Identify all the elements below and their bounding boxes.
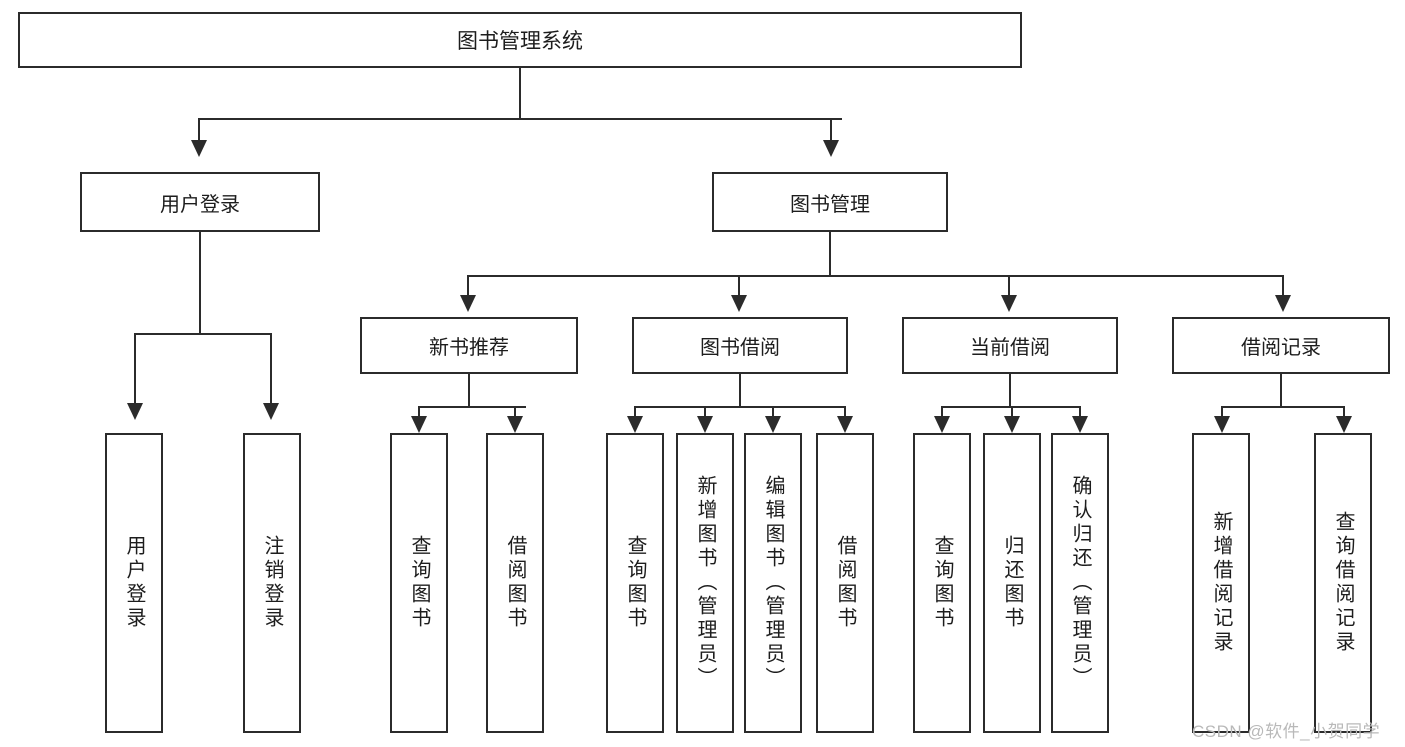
connector-book-management-stem — [829, 232, 831, 275]
node-label: 编辑图书（管理员） — [762, 475, 784, 691]
leaf-cb-return-book[interactable]: 归还图书 — [983, 433, 1041, 733]
arrowhead-root-to-user-login — [191, 140, 207, 157]
arrowhead-nbr-leaf-2 — [507, 416, 523, 433]
node-label: 确认归还（管理员） — [1069, 475, 1091, 691]
leaf-cb-confirm-return-admin[interactable]: 确认归还（管理员） — [1051, 433, 1109, 733]
leaf-bb-edit-book-admin[interactable]: 编辑图书（管理员） — [744, 433, 802, 733]
leaf-bb-query-book[interactable]: 查询图书 — [606, 433, 664, 733]
node-new-book-recommend[interactable]: 新书推荐 — [360, 317, 578, 374]
node-label: 借阅图书 — [504, 535, 526, 631]
connector-user-login-drop-1 — [134, 333, 136, 407]
arrowhead-cb-leaf-2 — [1004, 416, 1020, 433]
arrowhead-bb-leaf-2 — [697, 416, 713, 433]
connector-root-drop-1 — [198, 118, 200, 144]
arrowhead-bb-leaf-1 — [627, 416, 643, 433]
connector-cb-stem — [1009, 374, 1011, 406]
node-label: 查询借阅记录 — [1332, 511, 1354, 655]
connector-br-stem — [1280, 374, 1282, 406]
leaf-bb-borrow-book[interactable]: 借阅图书 — [816, 433, 874, 733]
connector-br-drop-1 — [1221, 406, 1223, 420]
arrowhead-bb-leaf-3 — [765, 416, 781, 433]
node-current-borrow[interactable]: 当前借阅 — [902, 317, 1118, 374]
arrowhead-bm-to-book-borrow — [731, 295, 747, 312]
connector-user-login-bus — [134, 333, 272, 335]
arrowhead-root-to-book-management — [823, 140, 839, 157]
node-label: 归还图书 — [1001, 535, 1023, 631]
leaf-bb-add-book-admin[interactable]: 新增图书（管理员） — [676, 433, 734, 733]
leaf-cb-query-book[interactable]: 查询图书 — [913, 433, 971, 733]
node-user-login[interactable]: 用户登录 — [80, 172, 320, 232]
arrowhead-user-login-to-logout — [263, 403, 279, 420]
arrowhead-cb-leaf-1 — [934, 416, 950, 433]
connector-cb-drop-1 — [941, 406, 943, 420]
connector-br-bus — [1221, 406, 1345, 408]
watermark-text: CSDN @软件_小贺同学 — [1192, 722, 1381, 741]
connector-nbr-stem — [468, 374, 470, 406]
leaf-br-add-record[interactable]: 新增借阅记录 — [1192, 433, 1250, 733]
connector-bb-drop-2 — [704, 406, 706, 420]
arrowhead-br-leaf-1 — [1214, 416, 1230, 433]
arrowhead-bb-leaf-4 — [837, 416, 853, 433]
node-label: 用户登录 — [123, 535, 145, 631]
connector-bb-drop-1 — [634, 406, 636, 420]
node-label: 新书推荐 — [429, 337, 509, 359]
leaf-user-login[interactable]: 用户登录 — [105, 433, 163, 733]
connector-root-bus — [198, 118, 842, 120]
connector-bm-drop-4 — [1282, 275, 1284, 299]
connector-bb-bus — [634, 406, 846, 408]
node-label: 图书借阅 — [700, 337, 780, 359]
connector-br-drop-2 — [1343, 406, 1345, 420]
arrowhead-bm-to-borrow-record — [1275, 295, 1291, 312]
connector-bb-stem — [739, 374, 741, 406]
node-label: 当前借阅 — [970, 337, 1050, 359]
leaf-br-query-record[interactable]: 查询借阅记录 — [1314, 433, 1372, 733]
node-label: 查询图书 — [931, 535, 953, 631]
connector-cb-drop-2 — [1011, 406, 1013, 420]
connector-bb-drop-3 — [772, 406, 774, 420]
leaf-nbr-query-book[interactable]: 查询图书 — [390, 433, 448, 733]
node-label: 查询图书 — [624, 535, 646, 631]
connector-book-management-bus — [467, 275, 1284, 277]
node-label: 新增借阅记录 — [1210, 511, 1232, 655]
arrowhead-cb-leaf-3 — [1072, 416, 1088, 433]
node-label: 用户登录 — [160, 193, 240, 216]
connector-nbr-drop-1 — [418, 406, 420, 420]
arrowhead-br-leaf-2 — [1336, 416, 1352, 433]
node-label: 图书管理系统 — [457, 30, 583, 53]
connector-user-login-drop-2 — [270, 333, 272, 407]
connector-bm-drop-1 — [467, 275, 469, 299]
node-label: 新增图书（管理员） — [694, 475, 716, 691]
node-label: 借阅图书 — [834, 535, 856, 631]
node-root-book-management-system[interactable]: 图书管理系统 — [18, 12, 1022, 68]
node-label: 查询图书 — [408, 535, 430, 631]
arrowhead-user-login-to-login — [127, 403, 143, 420]
connector-root-drop-2 — [830, 118, 832, 144]
connector-cb-drop-3 — [1079, 406, 1081, 420]
connector-root-stem — [519, 68, 521, 118]
connector-bm-drop-3 — [1008, 275, 1010, 299]
node-label: 图书管理 — [790, 193, 870, 216]
connector-bb-drop-4 — [844, 406, 846, 420]
leaf-nbr-borrow-book[interactable]: 借阅图书 — [486, 433, 544, 733]
node-borrow-record[interactable]: 借阅记录 — [1172, 317, 1390, 374]
node-label: 借阅记录 — [1241, 337, 1321, 359]
arrowhead-nbr-leaf-1 — [411, 416, 427, 433]
connector-nbr-drop-2 — [514, 406, 516, 420]
arrowhead-bm-to-new-book — [460, 295, 476, 312]
connector-bm-drop-2 — [738, 275, 740, 299]
node-book-borrow[interactable]: 图书借阅 — [632, 317, 848, 374]
node-book-management[interactable]: 图书管理 — [712, 172, 948, 232]
leaf-logout[interactable]: 注销登录 — [243, 433, 301, 733]
node-label: 注销登录 — [261, 535, 283, 631]
arrowhead-bm-to-current-borrow — [1001, 295, 1017, 312]
connector-user-login-stem — [199, 232, 201, 333]
connector-nbr-bus — [418, 406, 526, 408]
